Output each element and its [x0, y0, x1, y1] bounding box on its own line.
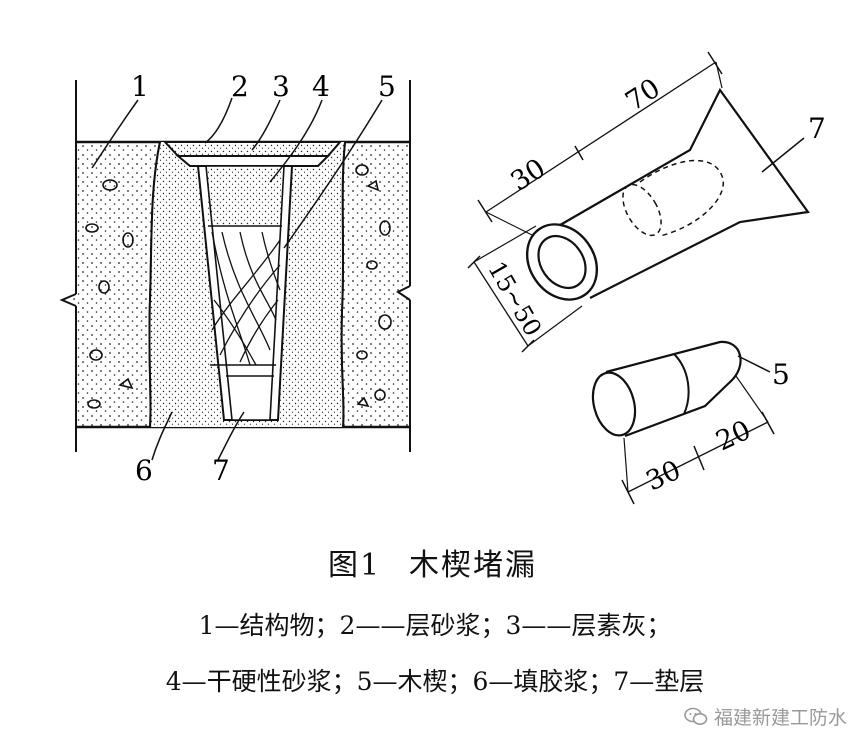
wall-cross-section: 1 2 3 4 5 6 7	[59, 70, 411, 487]
legend-line-1: 1—结构物；2——层砂浆；3——层素灰；	[198, 611, 672, 640]
wooden-wedge-leak-plugging-figure: 1 2 3 4 5 6 7 70 30 15~50	[59, 51, 826, 505]
liner-tube-detail	[467, 51, 810, 353]
label-7-detail: 7	[808, 112, 826, 145]
label-2: 2	[231, 70, 249, 103]
dim-20-plug: 20	[711, 415, 755, 458]
watermark: 福建新建工防水	[681, 703, 849, 730]
wooden-plug-detail	[591, 340, 775, 505]
label-4: 4	[312, 70, 330, 103]
figure-number: 图1	[327, 548, 382, 583]
label-5-detail: 5	[772, 358, 790, 391]
dim-70: 70	[620, 73, 666, 118]
dim-30-plug: 30	[641, 455, 685, 498]
dim-30-tube: 30	[505, 153, 551, 198]
wooden-wedge-section	[210, 231, 281, 366]
label-6: 6	[135, 454, 153, 487]
leader-lines	[91, 97, 383, 461]
wechat-icon	[684, 707, 708, 725]
label-3: 3	[272, 70, 290, 103]
legend-line-2: 4—干硬性砂浆；5—木楔；6—填胶浆；7—垫层	[165, 667, 705, 696]
figure-caption: 图1 木楔堵漏	[0, 540, 865, 584]
figure-title: 木楔堵漏	[409, 548, 538, 583]
aggregate-stones	[85, 164, 392, 409]
cement-paste-layer	[175, 155, 331, 167]
label-1: 1	[131, 70, 149, 103]
label-5: 5	[378, 70, 396, 103]
dry-hard-mortar	[206, 166, 284, 226]
label-7: 7	[212, 454, 230, 487]
watermark-text: 福建新建工防水	[713, 707, 847, 729]
